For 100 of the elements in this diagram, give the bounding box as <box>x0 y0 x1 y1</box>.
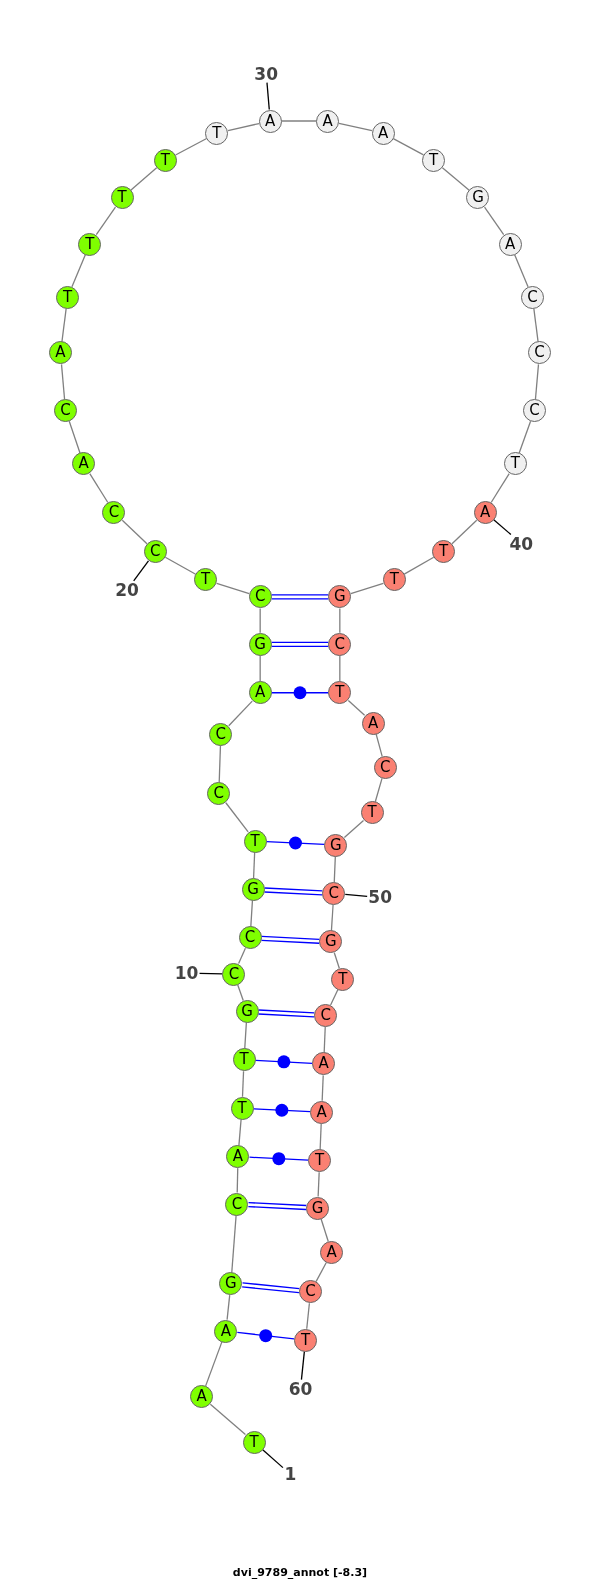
leader-line <box>266 81 270 111</box>
backbone-line <box>216 582 250 595</box>
backbone-line <box>238 1119 242 1146</box>
nucleotide-circle: T <box>243 829 267 853</box>
backbone-line <box>333 952 340 969</box>
nucleotide-circle: T <box>230 1096 254 1120</box>
backbone-line <box>518 420 532 454</box>
nucleotide-circle: A <box>473 500 497 524</box>
leader-line <box>300 1350 305 1381</box>
nucleotide-circle: C <box>322 881 346 905</box>
backbone-line <box>375 733 383 757</box>
caption: dvi_9789_annot [-8.3] <box>232 1566 368 1579</box>
base-pair-double-line <box>271 594 329 600</box>
backbone-line <box>226 1294 231 1321</box>
backbone-line <box>533 308 539 343</box>
backbone-line <box>343 819 365 839</box>
backbone-line <box>250 900 254 927</box>
backbone-line <box>244 1022 247 1049</box>
nucleotide-circle: C <box>102 500 126 524</box>
backbone-line <box>130 167 158 191</box>
base-pair-double-line <box>257 1009 315 1018</box>
base-pair-line <box>265 840 325 846</box>
nucleotide-circle: C <box>248 585 272 609</box>
base-pair-line <box>252 1108 311 1113</box>
backbone-line <box>330 904 334 931</box>
backbone-line <box>392 137 425 156</box>
base-pair-line <box>254 1059 313 1064</box>
nucleotide-circle: G <box>219 1272 243 1296</box>
nucleotide-circle: A <box>49 341 72 365</box>
backbone-line <box>231 1214 237 1273</box>
position-number: 10 <box>174 964 199 982</box>
nucleotide-circle: A <box>361 711 385 735</box>
position-number: 60 <box>288 1380 313 1398</box>
nucleotide-circle: A <box>190 1385 214 1409</box>
nucleotide-circle: G <box>319 930 343 954</box>
backbone-line <box>323 1026 326 1054</box>
nucleotide-circle: C <box>143 540 167 564</box>
backbone-line <box>347 699 366 716</box>
base-pair-double-line <box>247 1201 307 1211</box>
nucleotide-circle: T <box>194 568 218 592</box>
nucleotide-circle: T <box>503 452 527 476</box>
nucleotide-circle: T <box>56 285 80 309</box>
backbone-line <box>320 1218 329 1243</box>
nucleotide-circle: C <box>520 285 544 309</box>
nucleotide-circle: T <box>432 540 456 564</box>
backbone-line <box>259 607 261 634</box>
backbone-line <box>350 582 384 595</box>
backbone-line <box>306 1302 311 1330</box>
nucleotide-circle: G <box>466 186 490 210</box>
nucleotide-circle: C <box>328 632 352 656</box>
backbone-line <box>164 556 197 575</box>
backbone-line <box>228 700 253 727</box>
position-number: 20 <box>115 581 139 599</box>
backbone-line <box>329 988 339 1006</box>
nucleotide-circle: A <box>371 121 395 145</box>
position-number: 50 <box>368 888 392 906</box>
nucleotide-circle: C <box>54 398 78 422</box>
nucleotide-circle: C <box>209 722 233 746</box>
nucleotide-circle: T <box>232 1048 256 1072</box>
nucleotide-circle: C <box>225 1192 249 1216</box>
backbone-line <box>374 777 383 803</box>
backbone-line <box>241 1070 245 1098</box>
backbone-line <box>403 556 435 575</box>
backbone-line <box>61 308 67 343</box>
backbone-line <box>259 655 261 682</box>
backbone-line <box>174 137 208 156</box>
nucleotide-circle: G <box>248 632 272 656</box>
backbone-line <box>441 167 470 191</box>
nucleotide-circle: A <box>226 1145 250 1169</box>
base-pair-double-line <box>271 641 329 647</box>
backbone-line <box>252 851 256 879</box>
nucleotide-circle: A <box>310 1100 334 1124</box>
nucleotide-circle: A <box>316 109 340 133</box>
nucleotide-circle: A <box>72 452 96 476</box>
nucleotide-circle: G <box>241 877 265 901</box>
nucleotide-circle: A <box>248 681 272 705</box>
backbone-line <box>218 744 222 783</box>
nucleotide-circle: T <box>331 967 355 991</box>
nucleotide-circle: C <box>314 1003 338 1027</box>
nucleotide-circle: T <box>294 1328 318 1352</box>
nucleotide-circle: T <box>110 186 134 210</box>
nucleotide-circle: T <box>328 681 352 705</box>
base-pair-double-line <box>241 1282 300 1294</box>
nucleotide-circle: C <box>299 1280 323 1304</box>
backbone-line <box>317 1171 320 1198</box>
nucleotide-circle: C <box>207 782 231 806</box>
backbone-line <box>95 206 117 236</box>
backbone-line <box>339 607 341 634</box>
backbone-line <box>281 120 317 122</box>
backbone-line <box>237 947 247 965</box>
base-pair-line <box>248 1156 309 1161</box>
base-pair-double-line <box>263 887 324 896</box>
backbone-line <box>71 254 86 288</box>
base-pair-line <box>271 692 329 694</box>
nucleotide-circle: G <box>328 585 352 609</box>
nucleotide-circle: A <box>214 1319 238 1343</box>
backbone-line <box>89 472 109 504</box>
nucleotide-circle: T <box>242 1430 266 1454</box>
backbone-line <box>451 519 478 545</box>
nucleotide-circle: G <box>306 1196 330 1220</box>
